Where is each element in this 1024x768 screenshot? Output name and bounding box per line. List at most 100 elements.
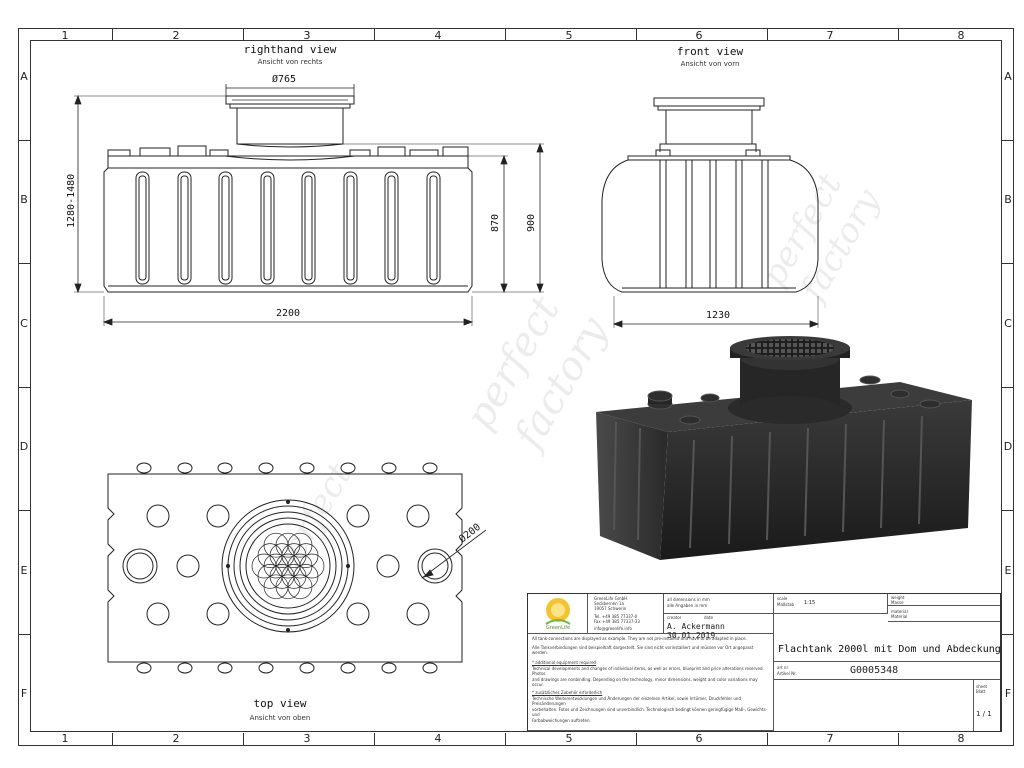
row-letter-left: E (20, 564, 28, 577)
grid-tick (1002, 140, 1014, 141)
note-line: and drawings are nonbinding. Depending o… (532, 677, 758, 687)
col-number-bottom: 2 (172, 732, 180, 745)
sheet-value: 1 / 1 (976, 710, 992, 718)
col-number-bottom: 1 (61, 732, 69, 745)
grid-tick (1002, 263, 1014, 264)
grid-tick (374, 28, 375, 40)
grid-tick (18, 387, 30, 388)
dimension-length: 2200 (276, 308, 301, 319)
note-line: Alle Tankverbindungen sind beispielhaft … (532, 645, 754, 655)
grid-tick (374, 733, 375, 745)
grid-tick (243, 733, 244, 745)
row-letter-left: D (19, 440, 29, 453)
art-label: art nr. (777, 665, 790, 670)
company-street: Seckbernen 1a (594, 601, 624, 606)
front-view-subtitle: Ansicht von vorn (680, 60, 740, 68)
company-fax: Fax +49 385 77337-33 (594, 619, 640, 624)
note-line: Technische Weiterentwicklungen und Änder… (532, 696, 741, 706)
scale-label: scale (777, 596, 788, 601)
drawing-inner-frame (30, 40, 1002, 732)
col-number-top: 6 (695, 29, 703, 42)
dimension-dome-diameter: Ø765 (272, 74, 297, 85)
grid-tick (112, 733, 113, 745)
note-line: Technical developments and changes of in… (532, 666, 764, 676)
logo-cell: GreenLife (528, 594, 588, 634)
dims-note-de: alle Angaben in mm (667, 603, 708, 608)
scale-value: 1:15 (804, 600, 816, 606)
righthand-view-subtitle: Ansicht von rechts (257, 58, 323, 66)
grid-tick (243, 28, 244, 40)
sheet-label-de: Blatt (976, 689, 986, 694)
col-number-top: 1 (61, 29, 69, 42)
creator-value: A. Ackermann 30.01.2019 (667, 622, 725, 640)
company-email: info@greenlife.info (594, 626, 632, 631)
grid-tick (636, 28, 637, 40)
col-number-top: 7 (826, 29, 834, 42)
grid-tick (767, 733, 768, 745)
col-number-top: 8 (957, 29, 965, 42)
material-label-de: Material (891, 614, 908, 619)
greenlife-logo-icon (545, 598, 571, 625)
art-label-de: Artikel Nr. (777, 671, 797, 676)
company-city: 19057 Schwerin (594, 606, 627, 611)
company-cell: GreenLife GmbH Seckbernen 1a 19057 Schwe… (588, 594, 664, 634)
row-letter-left: C (20, 317, 28, 330)
col-number-top: 3 (303, 29, 311, 42)
row-letter-left: A (20, 70, 28, 83)
top-view-title: top view (253, 697, 307, 710)
creator-cell: creator date A. Ackermann 30.01.2019 (664, 614, 774, 640)
col-number-bottom: 7 (826, 732, 834, 745)
row-letter-right: D (1003, 440, 1013, 453)
righthand-view-title: righthand view (243, 43, 337, 56)
company-name: GreenLife GmbH (594, 596, 628, 601)
logo-text: GreenLife (545, 625, 571, 631)
note-line: Farbabweichungen auftreten. (532, 718, 591, 723)
col-number-top: 4 (434, 29, 442, 42)
note-line: * zusätzliches Zubehör erforderlich (532, 690, 603, 695)
grid-tick (18, 263, 30, 264)
grid-tick (18, 634, 30, 635)
col-number-bottom: 3 (303, 732, 311, 745)
grid-tick (636, 733, 637, 745)
weight-label-de: Masse (891, 600, 904, 605)
front-view-title: front view (676, 45, 744, 58)
grid-tick (898, 733, 899, 745)
col-number-bottom: 8 (957, 732, 965, 745)
grid-tick (767, 28, 768, 40)
grid-tick (18, 510, 30, 511)
art-value: G0005348 (850, 665, 899, 676)
title-cell: Flachtank 2000l mit Dom und Abdeckung (774, 638, 1001, 662)
grid-tick (505, 733, 506, 745)
row-letter-left: B (20, 193, 28, 206)
col-number-bottom: 4 (434, 732, 442, 745)
row-letter-right: A (1004, 70, 1012, 83)
row-letter-right: C (1004, 317, 1012, 330)
dims-note-en: all dimensions in mm (667, 597, 710, 602)
article-number-cell: art nr. Artikel Nr. G0005348 (774, 662, 1000, 680)
row-letter-right: B (1004, 193, 1012, 206)
date-label: date (704, 615, 714, 620)
sheet-label: sheet (976, 684, 988, 689)
grid-tick (898, 28, 899, 40)
weight-label: weight (891, 595, 905, 600)
grid-tick (112, 28, 113, 40)
creator-label: creator (667, 615, 682, 620)
grid-tick (505, 28, 506, 40)
row-letter-right: F (1004, 687, 1012, 700)
drawing-title: Flachtank 2000l mit Dom und Abdeckung (778, 644, 1001, 655)
material-cell: material Material (888, 606, 1000, 622)
row-letter-left: F (20, 687, 28, 700)
company-phone: Tel. +49 385 77337-0 (594, 614, 638, 619)
note-line: * additional equipment required (532, 660, 597, 665)
blank-cell (774, 680, 974, 731)
col-number-top: 5 (565, 29, 573, 42)
grid-tick (1002, 634, 1014, 635)
top-view-subtitle: Ansicht von oben (249, 714, 311, 722)
col-number-top: 2 (172, 29, 180, 42)
grid-tick (1002, 510, 1014, 511)
material-label: material (891, 609, 908, 614)
grid-tick (1002, 387, 1014, 388)
